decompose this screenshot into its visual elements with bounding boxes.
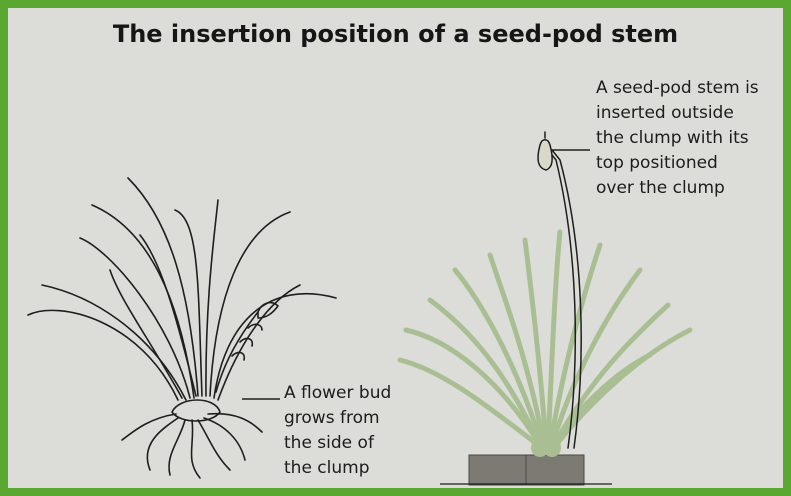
seed-pod-annotation-line: the clump with its [596, 126, 759, 151]
seed-pod [538, 140, 552, 170]
orchid-clump-base [172, 400, 220, 421]
seed-pod-annotation-line: inserted outside [596, 101, 759, 126]
flower-bud-annotation-line: the side of [284, 431, 391, 456]
flower-bud-annotation-line: A flower bud [284, 381, 391, 406]
orchid-roots [122, 414, 262, 478]
seed-pod-annotation-line: top positioned [596, 151, 759, 176]
orchid-flower-spike [216, 303, 278, 392]
seed-pod-annotation-line: over the clump [596, 176, 759, 201]
flower-bud-annotation: A flower bud grows from the side of the … [284, 381, 391, 481]
orchid-leaves [28, 178, 336, 400]
pot-illustration [440, 455, 612, 485]
green-clump-illustration [400, 232, 690, 448]
seed-pod-annotation-line: A seed-pod stem is [596, 76, 759, 101]
flower-bud-annotation-line: grows from [284, 406, 391, 431]
seed-pod-annotation: A seed-pod stem is inserted outside the … [596, 76, 759, 201]
flower-bud-annotation-line: the clump [284, 456, 391, 481]
